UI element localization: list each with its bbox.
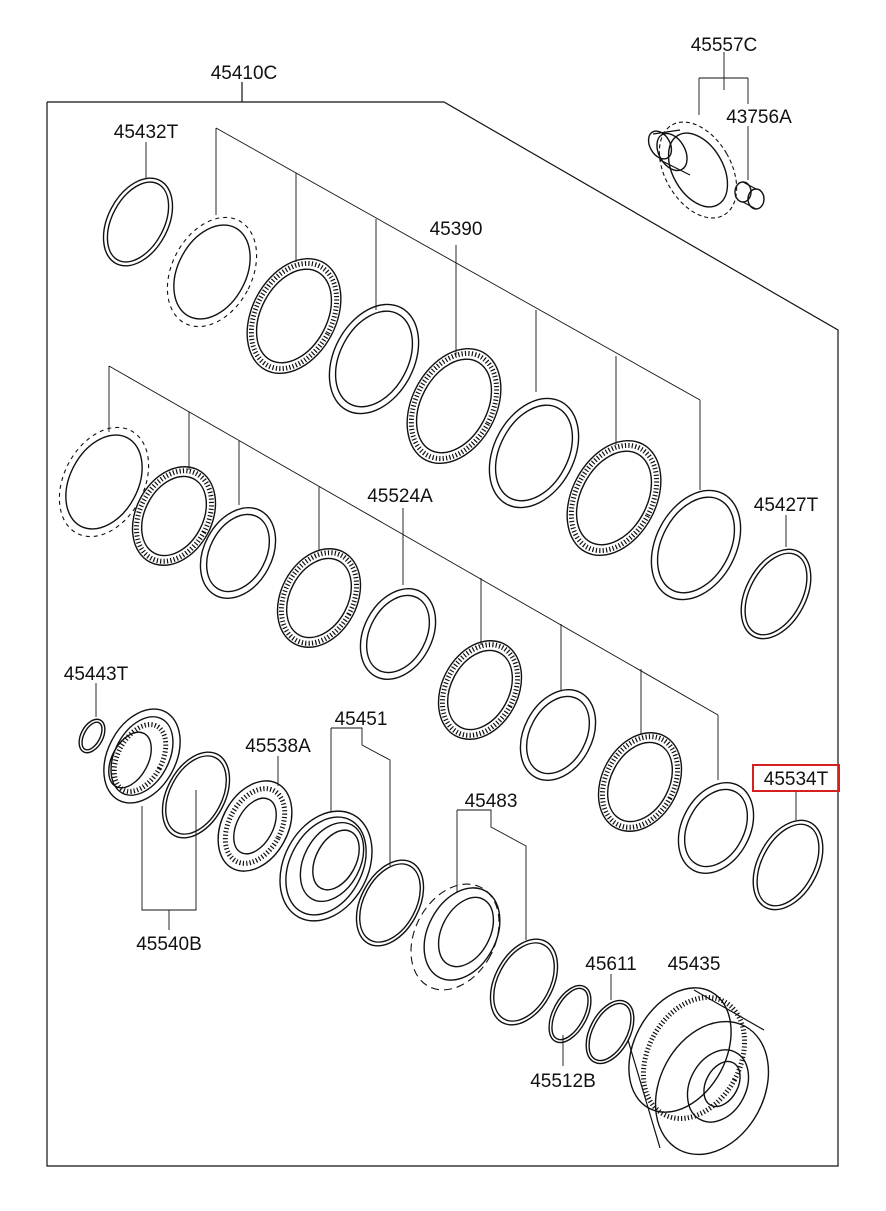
disc-friction-6[interactable] (422, 626, 538, 754)
part-seal-ring-small[interactable] (540, 979, 599, 1050)
label-seal-ring-small[interactable]: 45512B (530, 1071, 596, 1092)
label-clutch-pack-upper[interactable]: 45390 (430, 219, 483, 240)
leader-lines (95, 52, 797, 1066)
part-labels: 45410C 45557C 43756A 45432T 45390 45524A… (64, 35, 829, 1092)
disc-friction-3[interactable] (548, 424, 679, 571)
disc-friction-4[interactable] (116, 452, 232, 580)
part-retainer[interactable] (608, 970, 790, 1174)
label-assembly[interactable]: 45410C (211, 63, 278, 84)
plate-steel-2[interactable] (471, 383, 596, 523)
disc-friction-7[interactable] (582, 718, 698, 846)
assembly-boundary (46, 82, 839, 1167)
upper-clutch-pack (149, 202, 758, 615)
disc-friction-1[interactable] (228, 242, 359, 389)
disc-friction-5[interactable] (261, 534, 377, 662)
label-retainer[interactable]: 45435 (668, 954, 721, 975)
label-disc-group-middle[interactable]: 45524A (367, 486, 433, 507)
part-hub[interactable] (393, 869, 516, 1005)
label-seal-set[interactable]: 45540B (136, 934, 202, 955)
part-seal-set-housing[interactable] (89, 696, 196, 816)
part-selected-snap-ring[interactable] (739, 809, 837, 922)
plate-steel-1[interactable] (311, 289, 436, 429)
label-seal-ring[interactable]: 45611 (585, 954, 636, 975)
label-spring-retainer[interactable]: 45538A (245, 736, 311, 757)
label-selected-snap-ring[interactable]: 45534T (764, 769, 829, 790)
plate-lug-1[interactable] (185, 495, 290, 612)
label-piston[interactable]: 45451 (335, 709, 388, 730)
part-snap-ring-top[interactable] (89, 166, 186, 277)
selected-part-highlight (752, 764, 840, 792)
part-seal-ring[interactable] (576, 993, 643, 1072)
plate-lug-2[interactable] (345, 576, 450, 693)
part-hub-seal[interactable] (477, 928, 571, 1036)
middle-disc-group (41, 412, 768, 887)
label-snap-ring-left[interactable]: 45443T (64, 664, 129, 685)
part-seal-set-ring[interactable] (149, 741, 243, 849)
part-spring-retainer[interactable] (203, 768, 306, 884)
part-snap-ring-right[interactable] (727, 538, 825, 651)
label-bushing[interactable]: 43756A (726, 107, 792, 128)
plate-toothed-2[interactable] (41, 412, 166, 552)
part-piston-seal[interactable] (343, 849, 437, 957)
part-gear-assy[interactable] (643, 108, 752, 231)
plate-toothed-1[interactable] (149, 202, 274, 342)
part-bushing[interactable] (734, 181, 765, 210)
part-snap-ring-left[interactable] (74, 715, 110, 757)
label-snap-ring-right[interactable]: 45427T (754, 495, 819, 516)
part-piston[interactable] (262, 795, 391, 937)
label-hub[interactable]: 45483 (465, 791, 518, 812)
plate-lug-3[interactable] (505, 677, 610, 794)
label-snap-ring-top[interactable]: 45432T (114, 122, 179, 143)
disc-friction-2[interactable] (388, 332, 519, 479)
label-gear-assy[interactable]: 45557C (691, 35, 758, 56)
plate-steel-3[interactable] (633, 475, 758, 615)
plate-lug-4[interactable] (663, 770, 768, 887)
